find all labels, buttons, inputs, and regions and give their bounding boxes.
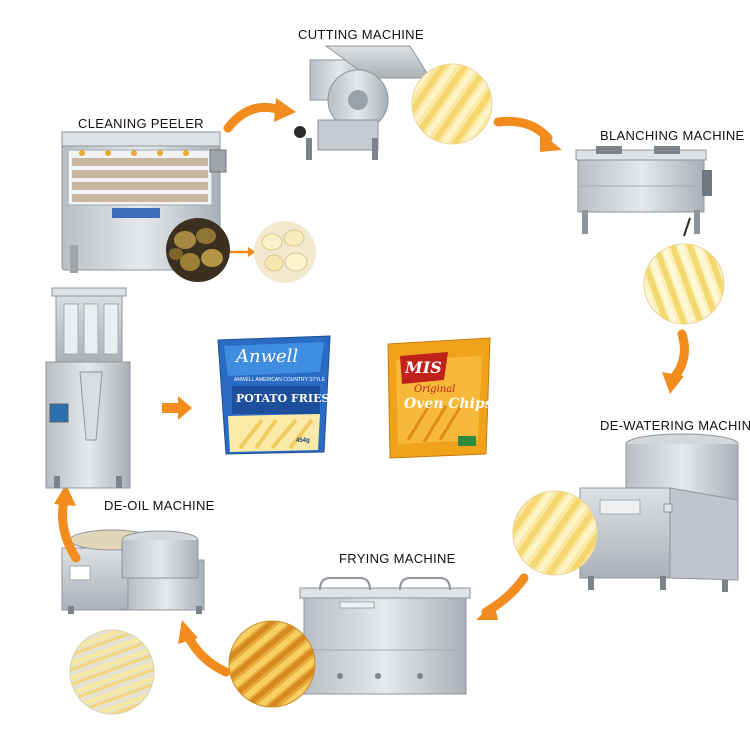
peeled-potatoes-circle: [254, 221, 316, 283]
bag2-line2: Oven Chips: [404, 396, 493, 412]
cutting-machine: [294, 46, 430, 160]
dewatered-fries-circle: [513, 491, 597, 575]
bag1-weight: 454g: [296, 438, 310, 444]
cut-fries-circle: [412, 64, 492, 144]
label-frying-machine: FRYING MACHINE: [339, 551, 456, 566]
arrow-pack-to-product: [162, 396, 192, 420]
arrow-clean-to-cut-head: [274, 98, 296, 122]
bag1-subtitle: ANWELL AMERICAN COUNTRY STYLE: [234, 377, 325, 383]
bag1-product-name: POTATO FRIES: [236, 392, 329, 405]
label-cleaning-peeler: CLEANING PEELER: [78, 116, 204, 131]
arrow-blanch-to-dewater: [672, 334, 684, 380]
label-deoil-machine: DE-OIL MACHINE: [104, 498, 215, 513]
deoil-machine: [62, 530, 204, 614]
frying-machine: [300, 578, 470, 694]
arrow-fry-to-deoil: [188, 636, 226, 672]
raw-potatoes-circle: [166, 218, 230, 282]
blanched-fries-circle: [644, 244, 724, 324]
bag2-brand: MIS: [405, 358, 442, 377]
arrow-clean-to-cut: [228, 107, 280, 128]
deoiled-fries-circle: [70, 630, 154, 714]
blanching-machine: [576, 146, 712, 236]
dewatering-machine: [580, 434, 738, 592]
label-blanching-machine: BLANCHING MACHINE: [600, 128, 745, 143]
bag1-brand: Anwell: [236, 346, 298, 367]
label-dewatering-machine: DE-WATERING MACHINE: [600, 418, 750, 433]
packing-machine: [46, 288, 130, 488]
label-cutting-machine: CUTTING MACHINE: [298, 27, 424, 42]
bag2-line1: Original: [414, 384, 455, 395]
fried-fries-circle: [229, 621, 315, 707]
